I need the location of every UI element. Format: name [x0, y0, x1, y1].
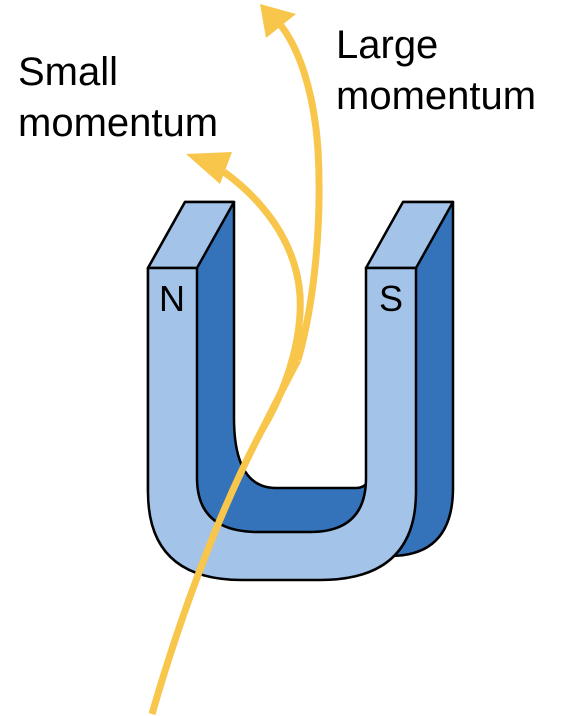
- small-momentum-arrowhead: [186, 152, 232, 184]
- horseshoe-magnet-icon: [146, 200, 455, 582]
- large-momentum-arrowhead: [260, 4, 296, 38]
- small-momentum-label-line1: Small: [18, 50, 118, 94]
- large-momentum-label-line1: Large: [336, 23, 438, 67]
- large-momentum-trajectory: [275, 19, 323, 361]
- magnet-front-face: [146, 266, 418, 582]
- large-momentum-label-line2: momentum: [336, 74, 536, 118]
- small-momentum-trajectory: [221, 169, 304, 432]
- small-momentum-label-line2: momentum: [18, 101, 218, 145]
- south-pole-label: S: [379, 278, 403, 319]
- north-pole-label: N: [159, 278, 185, 319]
- particle-trajectories: [148, 4, 323, 715]
